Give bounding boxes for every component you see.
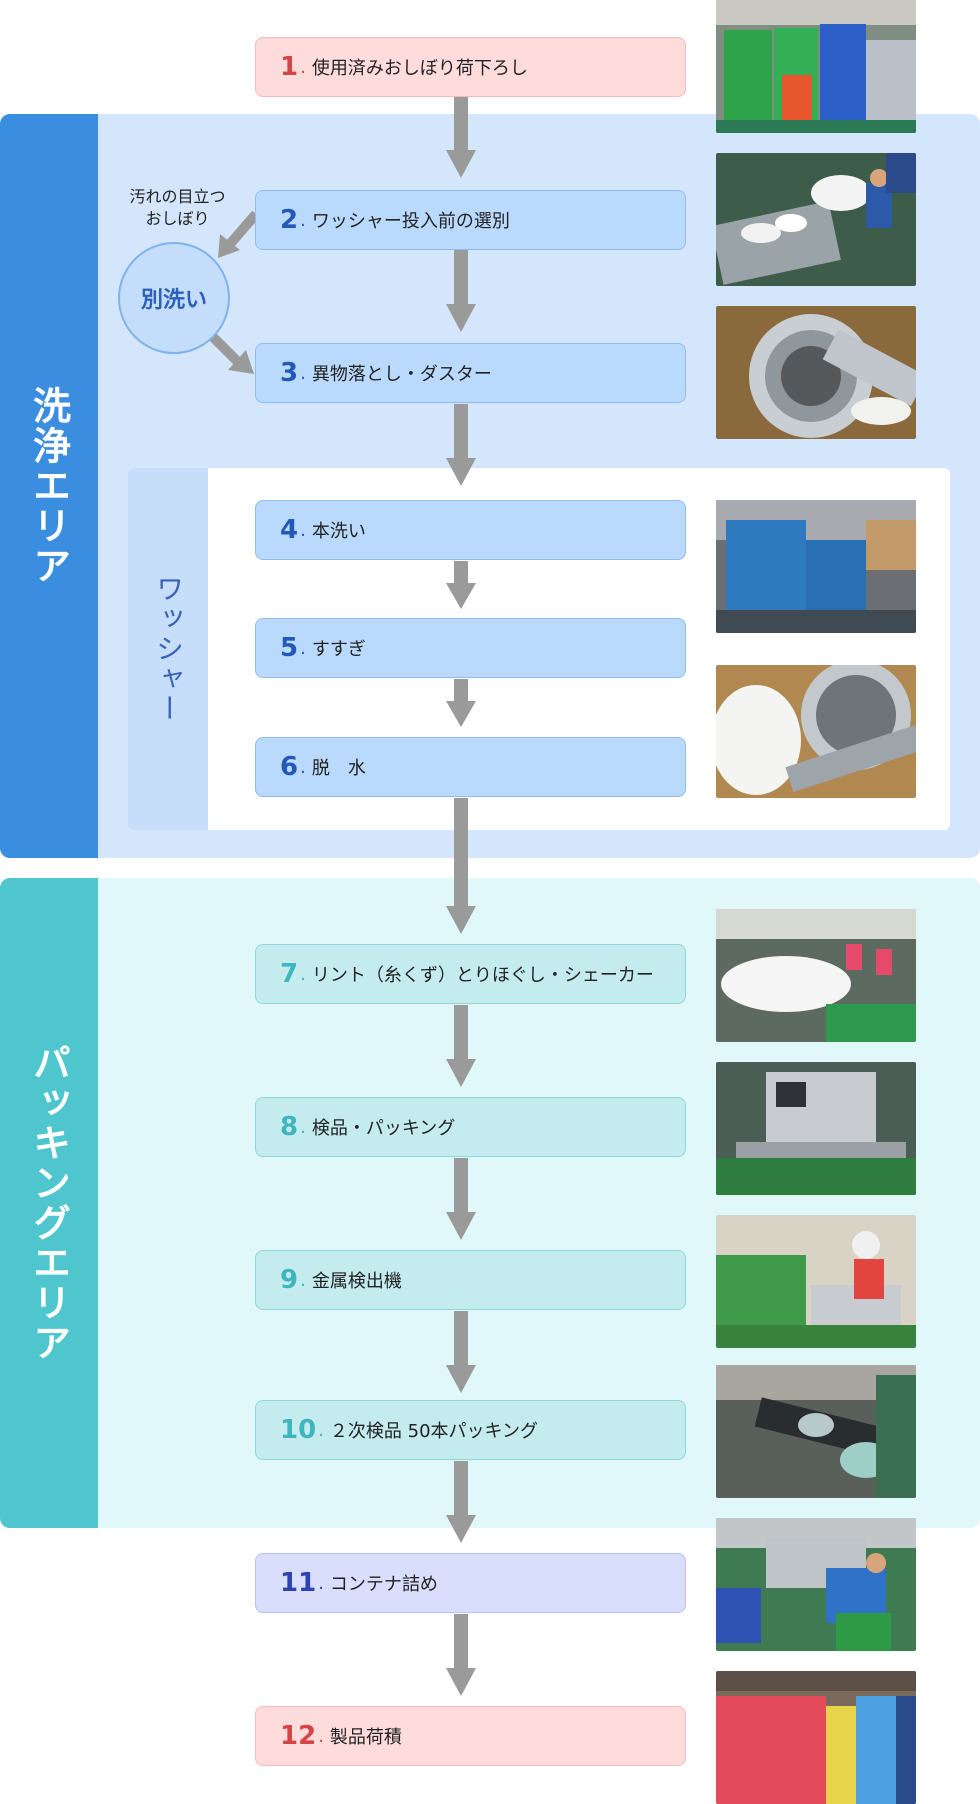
step-number: 12 (280, 1721, 317, 1751)
step-6: 6. 脱 水 (255, 737, 686, 797)
step-label: 本洗い (311, 521, 366, 542)
step-10: 10. ２次検品 50本パッキング (255, 1400, 686, 1460)
separate-wash-circle: 別洗い (118, 242, 230, 354)
washing-area-label: 洗浄エリア (0, 114, 98, 858)
step-number-dot: . (300, 1116, 306, 1138)
step-number-dot: . (300, 1269, 306, 1291)
step-number: 6 (280, 752, 299, 782)
step-number: 4 (280, 515, 299, 545)
arrow-to-separate-wash (216, 210, 262, 262)
step-number: 10 (280, 1415, 317, 1445)
step-number-dot: . (300, 637, 306, 659)
photo-metal-detector (716, 1215, 916, 1348)
step-12: 12. 製品荷積 (255, 1706, 686, 1766)
step-2: 2. ワッシャー投入前の選別 (255, 190, 686, 250)
photo-inspection-packing (716, 1062, 916, 1195)
step-number-dot: . (318, 1419, 324, 1441)
photo-second-inspection (716, 1365, 916, 1498)
step-number: 1 (280, 52, 299, 82)
step-label: 金属検出機 (311, 1271, 402, 1292)
photo-lint-removal (716, 909, 916, 1042)
step-5: 5. すすぎ (255, 618, 686, 678)
step-number-dot: . (318, 1572, 324, 1594)
step-label: 脱 水 (311, 758, 366, 779)
photo-container-filling (716, 1518, 916, 1651)
step-number: 8 (280, 1112, 299, 1142)
step-number-dot: . (300, 209, 306, 231)
photo-main-wash (716, 500, 916, 633)
step-number-dot: . (300, 963, 306, 985)
step-number-dot: . (300, 362, 306, 384)
step-label: 異物落とし・ダスター (311, 364, 492, 385)
arrow-5-6 (446, 679, 476, 727)
step-7: 7. リント（糸くず）とりほぐし・シェーカー (255, 944, 686, 1004)
photo-loading (716, 1671, 916, 1804)
arrow-9-10 (446, 1311, 476, 1393)
photo-unloading (716, 0, 916, 133)
step-number: 5 (280, 633, 299, 663)
step-3: 3. 異物落とし・ダスター (255, 343, 686, 403)
step-9: 9. 金属検出機 (255, 1250, 686, 1310)
washer-area-label: ワッシャー (128, 468, 208, 830)
step-label: コンテナ詰め (329, 1574, 438, 1595)
step-1: 1. 使用済みおしぼり荷下ろし (255, 37, 686, 97)
packing-area-label: パッキングエリア (0, 878, 98, 1528)
step-label: ２次検品 50本パッキング (329, 1421, 539, 1442)
step-number-dot: . (300, 756, 306, 778)
arrow-from-separate-wash (206, 332, 256, 378)
step-label: 製品荷積 (329, 1727, 402, 1748)
dirty-note-line1: 汚れの目立つ (129, 187, 226, 206)
arrow-4-5 (446, 561, 476, 609)
arrow-10-11 (446, 1461, 476, 1543)
step-8: 8. 検品・パッキング (255, 1097, 686, 1157)
arrow-8-9 (446, 1158, 476, 1240)
step-number-dot: . (300, 519, 306, 541)
step-number: 7 (280, 959, 299, 989)
step-label: 使用済みおしぼり荷下ろし (311, 58, 528, 79)
arrow-7-8 (446, 1005, 476, 1087)
arrow-6-7 (446, 798, 476, 934)
step-number: 3 (280, 358, 299, 388)
step-label: すすぎ (311, 639, 366, 660)
dirty-note-line2: おしぼり (145, 209, 210, 228)
photo-dehydrate (716, 665, 916, 798)
step-label: ワッシャー投入前の選別 (311, 211, 510, 232)
arrow-2-3 (446, 250, 476, 332)
arrow-3-4 (446, 404, 476, 486)
step-4: 4. 本洗い (255, 500, 686, 560)
arrow-1-2 (446, 96, 476, 178)
step-11: 11. コンテナ詰め (255, 1553, 686, 1613)
step-number: 11 (280, 1568, 317, 1598)
step-number-dot: . (318, 1725, 324, 1747)
arrow-11-12 (446, 1614, 476, 1696)
photo-sorting (716, 153, 916, 286)
step-number-dot: . (300, 56, 306, 78)
photo-duster (716, 306, 916, 439)
dirty-oshibori-note: 汚れの目立つ おしぼり (115, 186, 240, 230)
step-label: リント（糸くず）とりほぐし・シェーカー (311, 965, 654, 986)
step-number: 2 (280, 205, 299, 235)
step-number: 9 (280, 1265, 299, 1295)
step-label: 検品・パッキング (311, 1118, 456, 1139)
